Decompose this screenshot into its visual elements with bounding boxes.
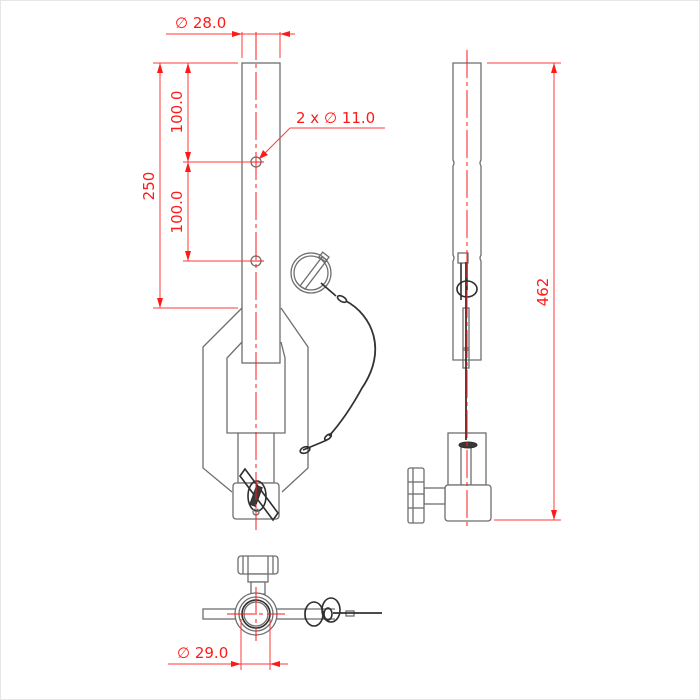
dim-hole-spacing-top: 100.0 bbox=[168, 63, 252, 163]
cable-crimp bbox=[299, 433, 333, 455]
safety-cable bbox=[328, 300, 377, 437]
side-cable-crimp bbox=[458, 441, 478, 449]
side-socket-lower bbox=[444, 484, 492, 522]
dim-hole-spacing-top-label: 100.0 bbox=[168, 91, 186, 134]
top-knob bbox=[237, 555, 279, 595]
dim-socket-diameter: ∅ 29.0 bbox=[168, 619, 288, 670]
dim-tube-diameter: ∅ 28.0 bbox=[166, 14, 295, 58]
top-view: ∅ 29.0 bbox=[168, 555, 382, 670]
dim-hole-callout-label: 2 x ∅ 11.0 bbox=[296, 109, 375, 127]
dim-hole-callout: 2 x ∅ 11.0 bbox=[259, 109, 385, 159]
dim-overall-height-label: 462 bbox=[534, 278, 552, 307]
dim-tube-diameter-label: ∅ 28.0 bbox=[175, 14, 226, 32]
dim-overall-height: 462 bbox=[487, 62, 561, 521]
dim-insertion-length: 250 bbox=[140, 62, 238, 309]
top-pin-assembly bbox=[304, 597, 382, 627]
adapter-outer-frame bbox=[202, 307, 309, 493]
dim-hole-spacing-bottom: 100.0 bbox=[168, 162, 252, 262]
side-view: 462 bbox=[407, 50, 561, 530]
side-knob bbox=[407, 467, 446, 524]
dim-hole-spacing-bottom-label: 100.0 bbox=[168, 191, 186, 234]
dim-socket-diameter-label: ∅ 29.0 bbox=[177, 644, 228, 662]
lynch-pin bbox=[290, 251, 348, 304]
side-tube bbox=[452, 62, 482, 361]
dim-insertion-length-label: 250 bbox=[140, 172, 158, 201]
front-view: ∅ 28.0 250 100.0 100.0 bbox=[140, 14, 385, 530]
adapter-inner-frame bbox=[226, 341, 286, 434]
tube bbox=[241, 62, 281, 364]
